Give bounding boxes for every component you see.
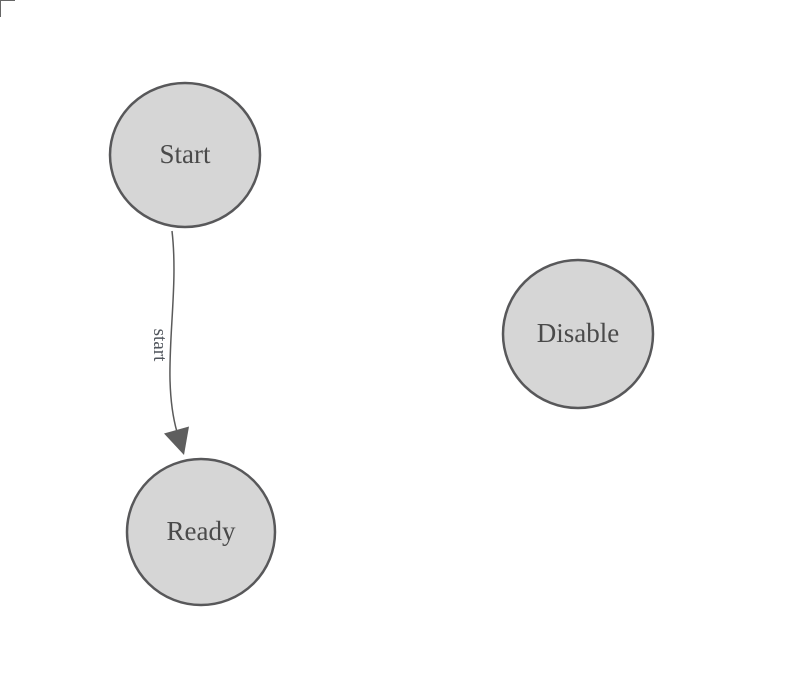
corner-mark — [0, 0, 15, 17]
state-node-label: Start — [160, 139, 211, 169]
transition-edge-start-to-ready[interactable]: start — [149, 230, 189, 455]
state-node-circle[interactable] — [125, 457, 277, 607]
edge-line[interactable] — [169, 230, 178, 433]
state-node-disable[interactable]: Disable — [501, 258, 655, 410]
state-node-circle[interactable] — [108, 81, 262, 229]
edge-label: start — [149, 329, 170, 362]
state-node-label: Disable — [537, 318, 619, 348]
state-node-ready[interactable]: Ready — [125, 457, 277, 607]
state-node-label: Ready — [167, 516, 236, 546]
state-node-start[interactable]: Start — [108, 81, 262, 229]
edge-arrowhead-icon — [164, 426, 189, 455]
state-node-circle[interactable] — [501, 258, 655, 410]
